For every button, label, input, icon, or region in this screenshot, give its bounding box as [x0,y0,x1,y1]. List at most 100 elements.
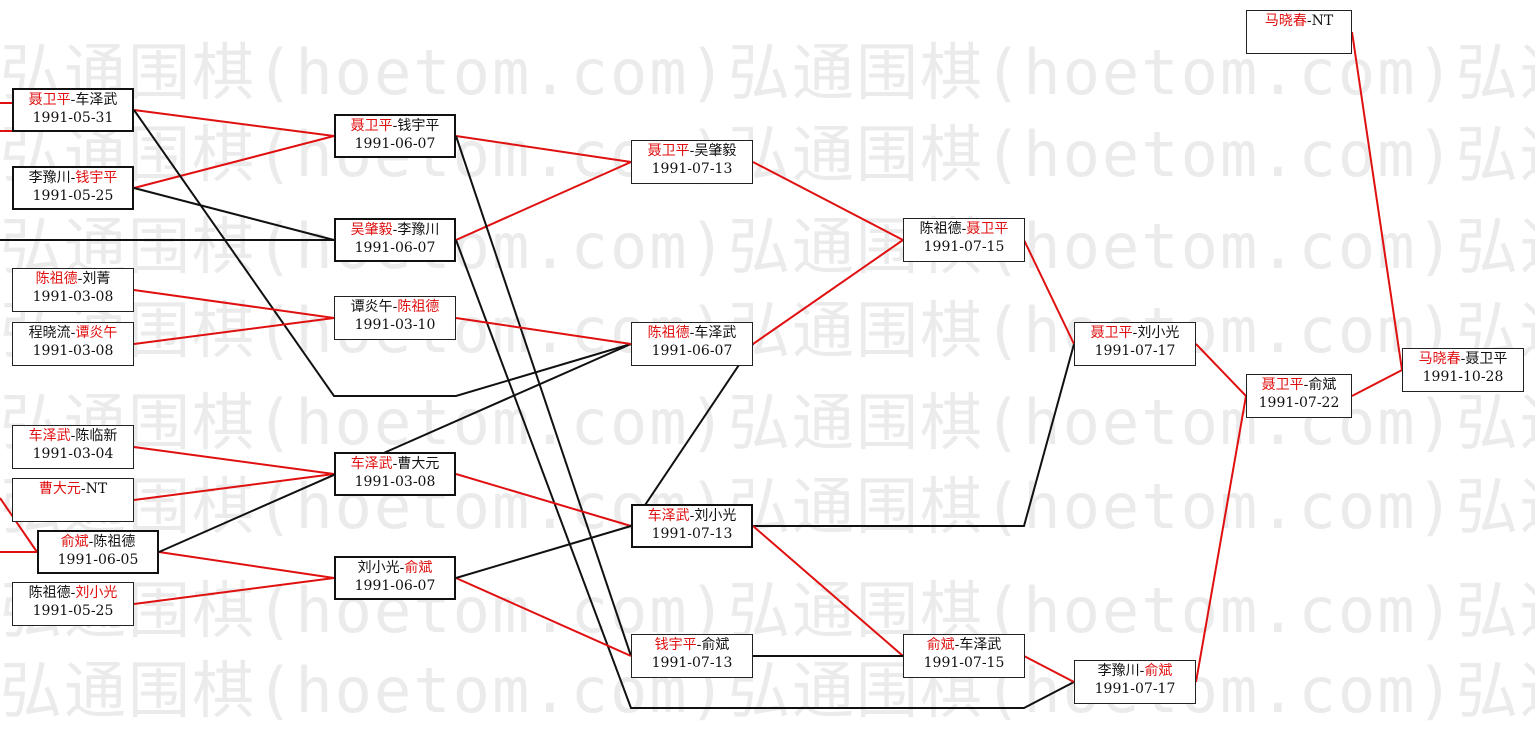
player-separator: - [696,637,702,653]
match-players: 刘小光-俞斌 [336,559,454,577]
player-1: 聂卫平 [28,92,71,108]
player-2: 俞斌 [1144,663,1173,679]
player-separator: - [1460,351,1466,367]
match-date: 1991-07-15 [923,239,1005,255]
player-separator: - [80,481,86,497]
match-date: 1991-05-25 [32,188,114,204]
winner-connector-line [1195,395,1247,683]
player-1: 刘小光 [357,560,400,576]
player-1: 车泽武 [350,456,393,472]
match-players: 曹大元-NT [13,480,133,498]
player-1: 俞斌 [926,637,955,653]
player-separator: - [1303,377,1309,393]
match-players: 聂卫平-俞斌 [1247,376,1351,394]
player-1: 谭炎午 [350,299,393,315]
match-players: 陈祖德-车泽武 [632,324,752,342]
watermark-text-row: 弘通围棋(hoetom.com)弘通围棋(hoetom.com)弘通围棋(hoe… [0,654,1535,727]
player-2: 李豫川 [397,222,440,238]
match-players: 马晓春-NT [1247,12,1351,30]
watermark-text-row: 弘通围棋(hoetom.com)弘通围棋(hoetom.com)弘通围棋(hoe… [0,210,1535,283]
match-date: 1991-06-05 [57,552,139,568]
match-date: 1991-07-17 [1094,343,1176,359]
player-1: 马晓春 [1418,351,1461,367]
player-2: 聂卫平 [966,221,1009,237]
match-players: 俞斌-陈祖德 [39,533,157,551]
player-2: 刘小光 [1137,325,1180,341]
winner-connector-line [133,577,335,605]
winner-connector-line [455,317,632,345]
match-players: 程晓流-谭炎午 [13,324,133,342]
winner-connector-line [455,161,632,241]
watermark-text-row: 弘通围棋(hoetom.com)弘通围棋(hoetom.com)弘通围棋(hoe… [0,574,1535,647]
winner-connector-line [455,473,632,527]
player-2: 俞斌 [404,560,433,576]
player-separator: - [399,560,405,576]
match-players: 李豫川-俞斌 [1075,662,1195,680]
player-2: 聂卫平 [1465,351,1508,367]
loser-connector-line [133,187,335,241]
player-1: 聂卫平 [350,118,393,134]
player-2: 陈祖德 [93,534,136,550]
loser-connector-line [455,525,632,579]
winner-connector-line [752,525,904,657]
player-1: 车泽武 [647,508,690,524]
player-2: 俞斌 [701,637,730,653]
player-1: 李豫川 [1097,663,1140,679]
match-players: 聂卫平-车泽武 [14,91,132,109]
player-separator: - [392,118,398,134]
winner-connector-line [158,551,335,579]
player-1: 聂卫平 [1261,377,1304,393]
match-date: 1991-07-15 [923,655,1005,671]
winner-connector-line [0,497,38,553]
player-2: 钱宇平 [397,118,440,134]
player-2: 刘小光 [75,585,118,601]
player-separator: - [70,585,76,601]
winner-connector-line [1195,343,1247,397]
player-2: 曹大元 [397,456,440,472]
player-separator: - [70,92,76,108]
match-players: 聂卫平-吴肇毅 [632,142,752,160]
loser-connector-line [158,343,632,553]
player-separator: - [1139,663,1145,679]
loser-connector-line [455,135,632,657]
player-separator: - [689,508,695,524]
winner-connector-line [133,317,335,345]
player-separator: - [954,637,960,653]
match-date: 1991-07-13 [651,655,733,671]
match-players: 钱宇平-俞斌 [632,636,752,654]
match-node-m23: 马晓春-NT [1246,10,1352,54]
player-separator: - [392,456,398,472]
winner-connector-line [133,135,335,189]
player-2: 车泽武 [959,637,1002,653]
match-date: 1991-03-08 [354,474,436,490]
player-2: 俞斌 [1308,377,1337,393]
match-date: 1991-03-08 [32,343,114,359]
winner-connector-line [752,239,904,345]
player-separator: - [392,222,398,238]
winner-connector-line [1023,239,1075,345]
match-date: 1991-06-07 [354,240,436,256]
player-2: NT [1311,13,1334,29]
player-1: 陈祖德 [35,271,78,287]
player-separator: - [77,271,83,287]
match-date: 1991-05-25 [32,603,114,619]
player-separator: - [392,299,398,315]
player-2: 车泽武 [75,92,118,108]
match-date: 1991-07-17 [1094,681,1176,697]
player-1: 俞斌 [60,534,89,550]
player-1: 李豫川 [28,170,71,186]
player-2: 钱宇平 [75,170,118,186]
winner-connector-line [133,289,335,319]
match-players: 李豫川-钱宇平 [14,169,132,187]
player-1: 陈祖德 [28,585,71,601]
match-node-m6: 曹大元-NT [12,478,134,522]
match-date: 1991-03-08 [32,289,114,305]
winner-connector-line [1351,31,1403,371]
player-2: 刘小光 [694,508,737,524]
match-players: 陈祖德-刘菁 [13,270,133,288]
winner-connector-line [455,135,632,163]
